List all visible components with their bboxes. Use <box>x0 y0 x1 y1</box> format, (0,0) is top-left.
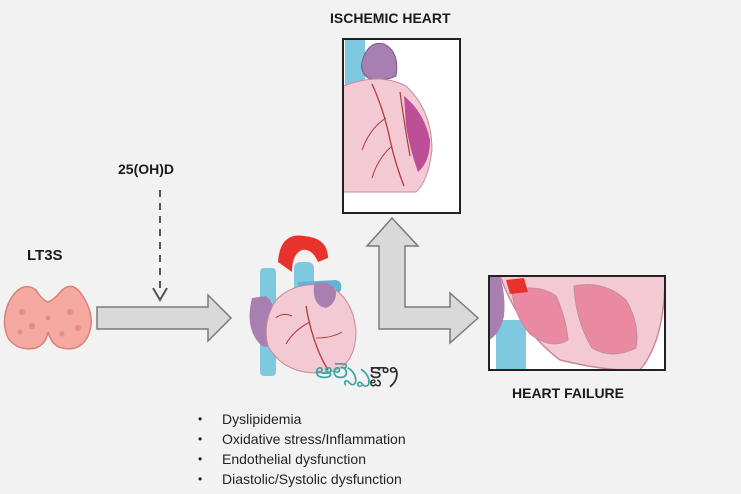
list-item: Endothelial dysfunction <box>198 449 406 469</box>
ischemic-heart-label: ISCHEMIC HEART <box>330 10 451 26</box>
watermark: ఆల్స్పెక్ట్రా <box>315 359 399 389</box>
watermark-part-2: స్పెక్ట్రా <box>369 359 399 384</box>
horizontal-block-arrow <box>96 293 233 343</box>
heart-anatomy-icon <box>249 235 357 376</box>
vitamin-d-dashed-arrow <box>152 190 168 302</box>
watermark-part-1: ఆల్ <box>315 359 370 384</box>
list-item: Oxidative stress/Inflammation <box>198 429 406 449</box>
heart-failure-section-icon <box>488 275 666 371</box>
vitamin-d-label: 25(OH)D <box>118 161 175 177</box>
risk-factor-list: Dyslipidemia Oxidative stress/Inflammati… <box>198 409 406 489</box>
list-item: Dyslipidemia <box>198 409 406 429</box>
list-item: Diastolic/Systolic dysfunction <box>198 469 406 489</box>
lt3s-label: LT3S <box>27 247 63 264</box>
ischemic-heart-icon <box>342 38 461 214</box>
bidirectional-block-arrow <box>365 216 480 345</box>
thyroid-gland-icon <box>3 285 92 350</box>
heart-failure-label: HEART FAILURE <box>512 385 624 401</box>
